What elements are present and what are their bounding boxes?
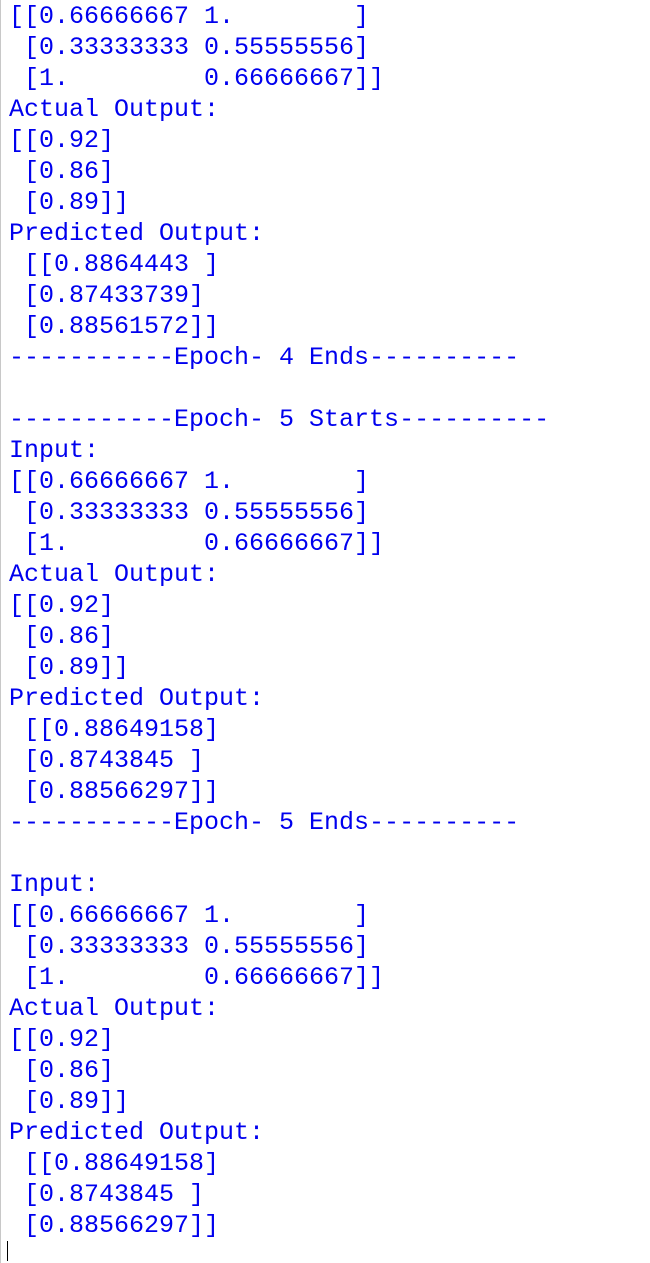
console-line: [0.88566297]] — [9, 1211, 220, 1240]
console-line: [[0.88649158] — [9, 715, 220, 744]
console-line: [0.33333333 0.55555556] — [9, 33, 370, 62]
console-line: [0.89]] — [9, 653, 130, 682]
console-line: [0.8743845 ] — [9, 1180, 205, 1209]
console-line — [9, 373, 650, 404]
console-line: [0.86] — [9, 622, 115, 651]
console-line: [0.86] — [9, 157, 115, 186]
console-line: [1. 0.66666667]] — [9, 529, 385, 558]
console-line: [0.88561572]] — [9, 312, 220, 341]
console-line: [1. 0.66666667]] — [9, 963, 385, 992]
console-line: Input: — [9, 436, 100, 465]
console-line: Predicted Output: — [9, 684, 265, 713]
console-line: [[0.66666667 1. ] — [9, 901, 370, 930]
console-line: [[0.66666667 1. ] — [9, 467, 370, 496]
console-line: [0.8743845 ] — [9, 746, 205, 775]
console-line: -----------Epoch- 5 Ends---------- — [9, 808, 520, 837]
console-line: [[0.92] — [9, 126, 115, 155]
console-line — [9, 838, 650, 869]
console-line: [[0.8864443 ] — [9, 250, 220, 279]
console-line: Actual Output: — [9, 95, 220, 124]
console-line: [0.88566297]] — [9, 777, 220, 806]
console-line: Predicted Output: — [9, 219, 265, 248]
console-line: [0.89]] — [9, 1087, 130, 1116]
console-line: -----------Epoch- 5 Starts---------- — [9, 405, 550, 434]
console-line: [[0.66666667 1. ] — [9, 2, 370, 31]
console-line: Actual Output: — [9, 994, 220, 1023]
console-line: [1. 0.66666667]] — [9, 64, 385, 93]
console-line: [[0.88649158] — [9, 1149, 220, 1178]
console-line: [0.33333333 0.55555556] — [9, 498, 370, 527]
console-line: [0.86] — [9, 1056, 115, 1085]
console-line: Predicted Output: — [9, 1118, 265, 1147]
console-line: [[0.92] — [9, 1025, 115, 1054]
console-line: -----------Epoch- 4 Ends---------- — [9, 343, 520, 372]
console-line: Actual Output: — [9, 560, 220, 589]
console-line: [0.89]] — [9, 188, 130, 217]
console-line: [0.87433739] — [9, 281, 205, 310]
text-cursor — [7, 1241, 8, 1261]
console-line: [0.33333333 0.55555556] — [9, 932, 370, 961]
console-line: [[0.92] — [9, 591, 115, 620]
console-line: Input: — [9, 870, 100, 899]
